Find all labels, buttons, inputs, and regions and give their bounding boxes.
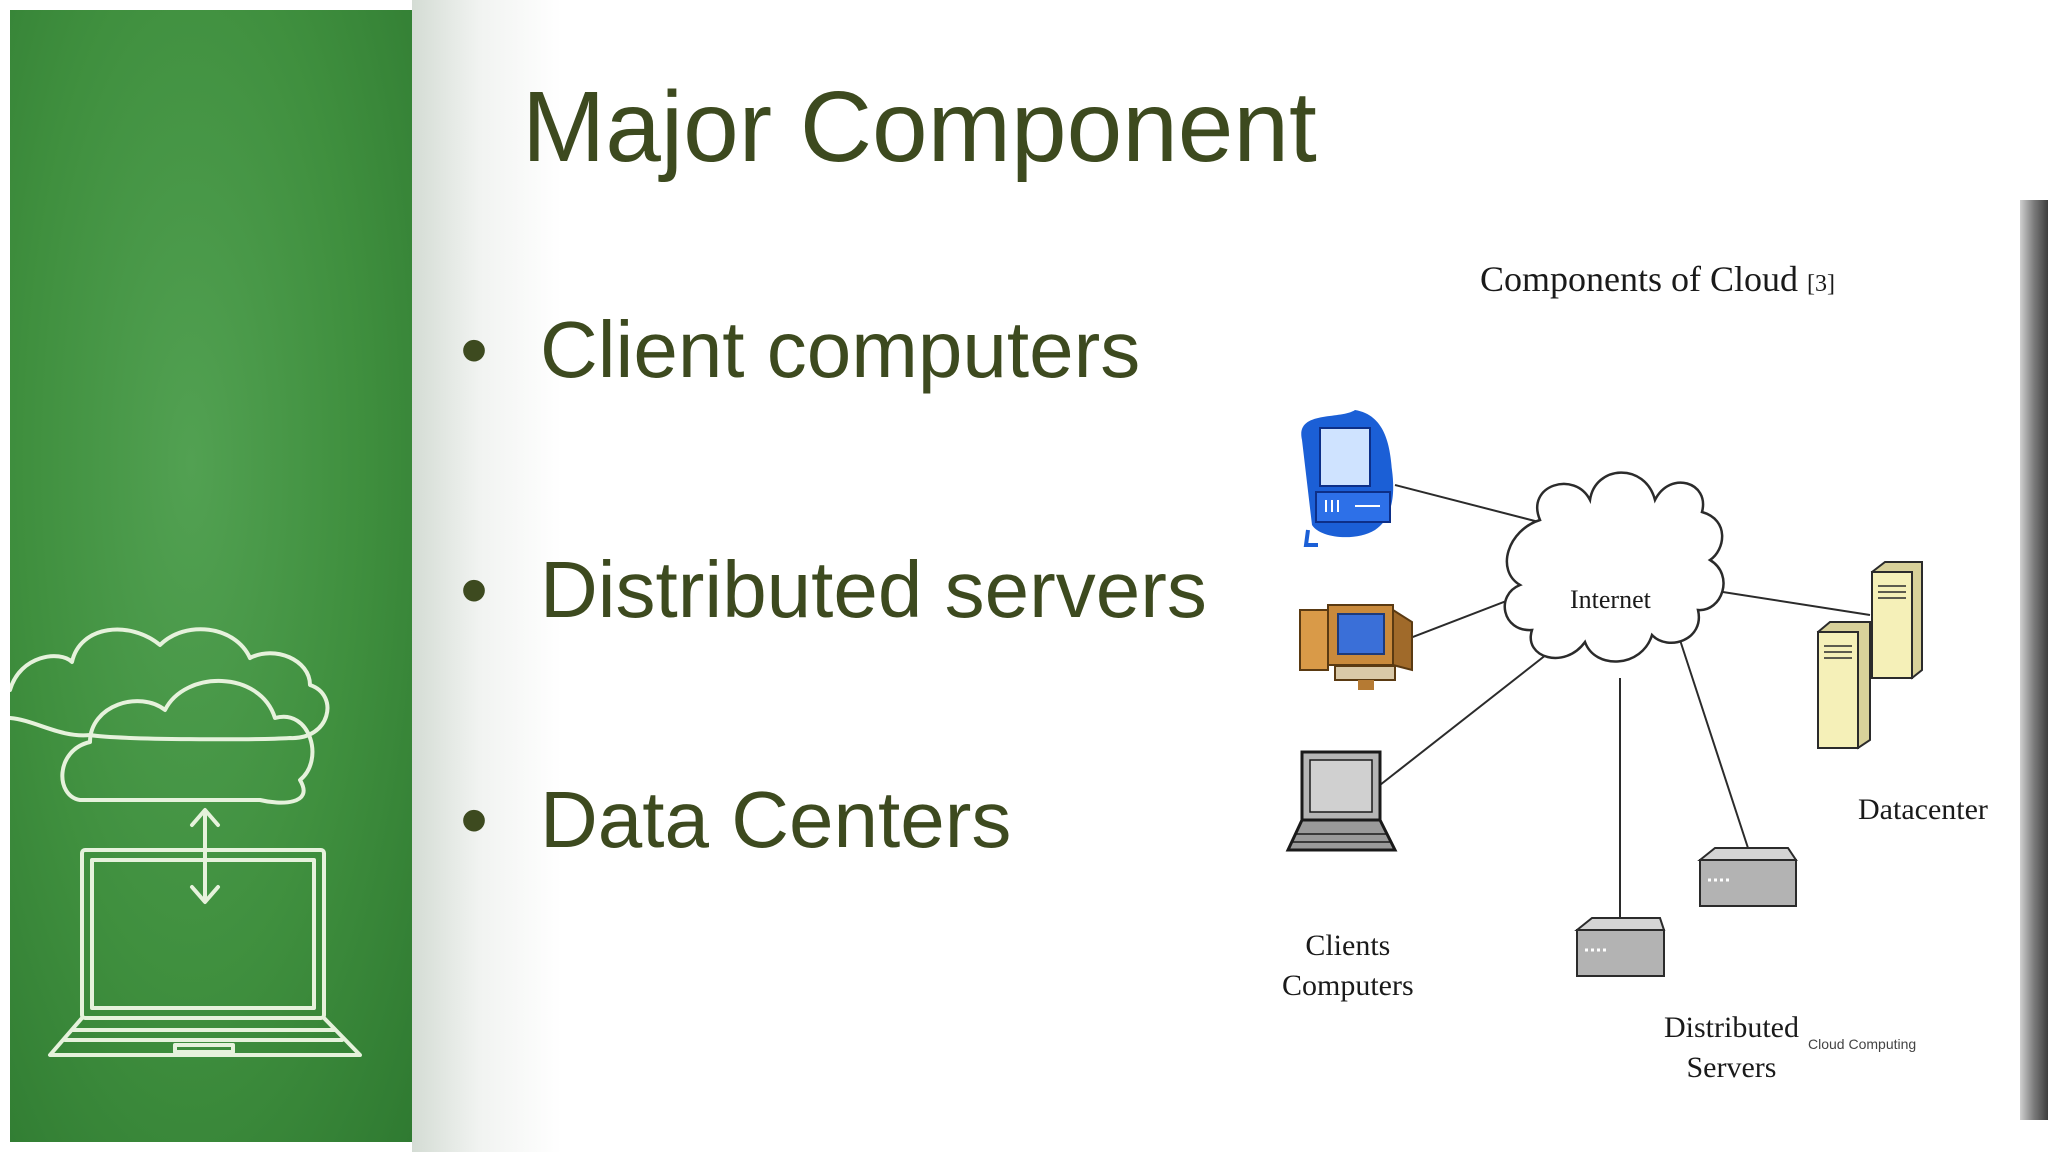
cloud-components-diagram [1285,410,1923,977]
cloud-icon [1503,471,1725,663]
monitor-computer-icon [1299,604,1413,690]
diagram-title-reference: [3] [1807,271,1835,297]
laptop-sketch-icon [48,848,362,1057]
bullet-client-computers: Client computers [460,300,1220,400]
datacenter-tower-icon [1870,561,1923,680]
clients-label-line1: Clients [1305,929,1391,962]
clients-label-line2: Computers [1282,969,1414,1002]
sync-arrow-icon [190,808,220,904]
laptop-icon [1285,750,1398,852]
link-internet-server2 [1679,639,1749,849]
datacenter-tower-icon-2 [1816,621,1871,750]
internet-label: Internet [1570,585,1651,614]
desktop-computer-icon [1301,410,1394,547]
diagram-title: Components of Cloud [3] [1480,258,1835,300]
link-laptop-internet [1379,639,1566,786]
bullet-list: Client computers Distributed servers Dat… [460,300,1220,870]
clients-label: Clients Computers [1282,926,1414,1006]
servers-label-line1: Distributed [1664,1011,1799,1044]
footer-note: Cloud Computing [1808,1036,1917,1052]
cloud-laptop-sketch [10,627,362,1057]
diagram-title-text: Components of Cloud [1480,259,1799,299]
green-side-panel [10,10,412,1142]
server-icon [1574,917,1666,977]
link-internet-datacenter [1709,589,1871,616]
bullet-distributed-servers: Distributed servers [460,540,1220,640]
servers-label-line2: Servers [1686,1051,1777,1084]
cloud-sketch-icon [10,627,330,742]
right-edge-bar [2020,200,2048,1120]
server-icon-2 [1697,847,1798,907]
datacenter-label: Datacenter [1858,793,1988,826]
slide-title: Major Component [522,71,1317,183]
bullet-data-centers: Data Centers [460,770,1220,870]
cloud-sketch-icon-front [60,679,315,805]
servers-label: Distributed Servers [1664,1008,1799,1088]
